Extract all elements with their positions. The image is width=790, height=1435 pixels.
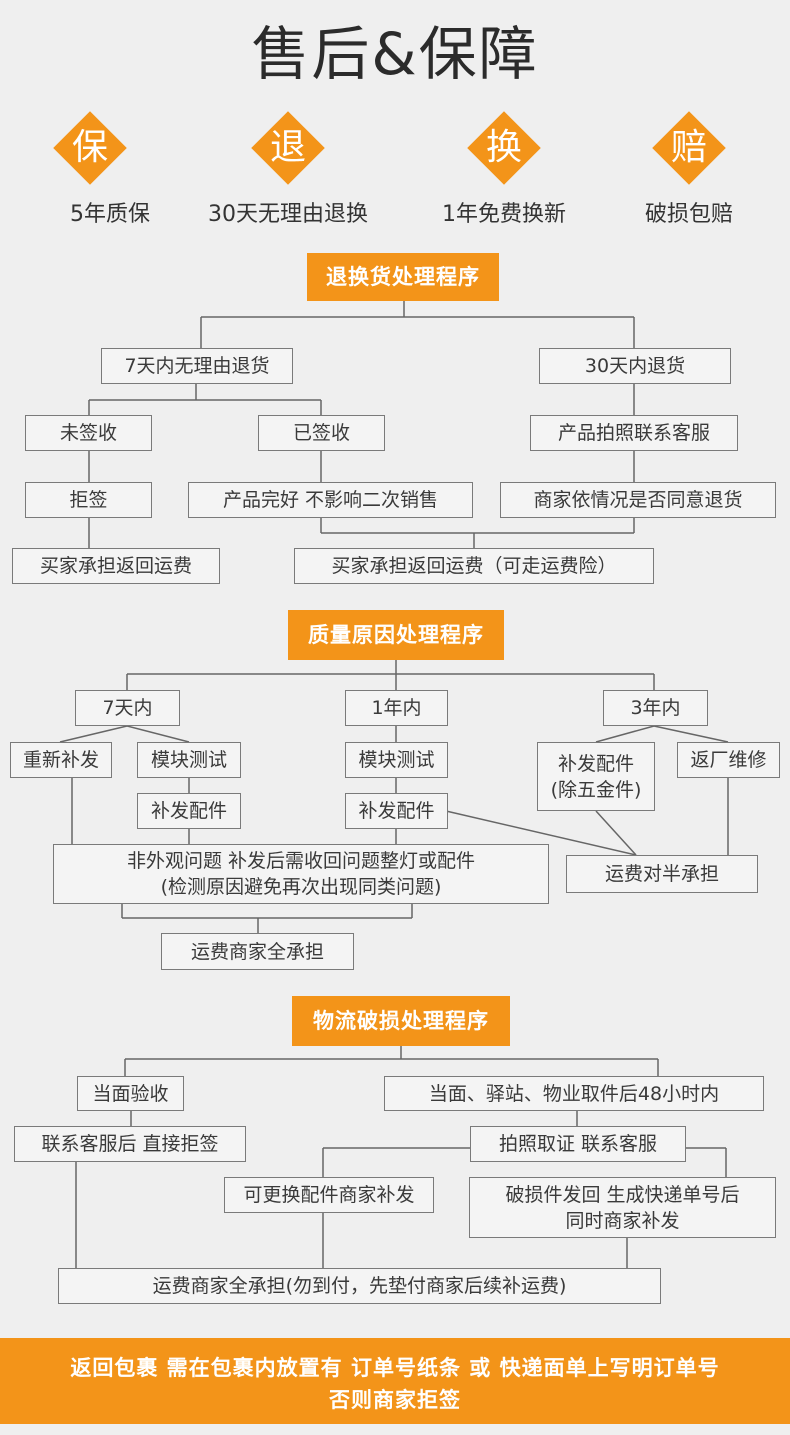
- half-freight-box: 运费对半承担: [566, 855, 758, 893]
- merchant-decide-box: 商家依情况是否同意退货: [500, 482, 776, 518]
- inspect-on-delivery-box: 当面验收: [77, 1076, 184, 1111]
- contact-service-refuse-box: 联系客服后 直接拒签: [14, 1126, 246, 1162]
- thirty-day-return-box: 30天内退货: [539, 348, 731, 384]
- merchant-freight-full-box: 运费商家全承担(勿到付，先垫付商家后续补运费): [58, 1268, 661, 1304]
- parts-reship-c-box: 补发配件 (除五金件): [537, 742, 655, 811]
- signed-box: 已签收: [258, 415, 385, 451]
- footer-notice-line-1: 返回包裹 需在包裹内放置有 订单号纸条 或 快递面单上写明订单号: [70, 1356, 720, 1380]
- factory-repair-box: 返厂维修: [677, 742, 780, 778]
- module-test-b-box: 模块测试: [345, 742, 448, 778]
- footer-notice-bar: 返回包裹 需在包裹内放置有 订单号纸条 或 快递面单上写明订单号 否则商家拒签: [0, 1338, 790, 1424]
- guarantee-return-char: 退: [269, 127, 306, 168]
- damaged-return-box: 破损件发回 生成快递单号后 同时商家补发: [469, 1177, 776, 1238]
- guarantee-return-label: 30天无理由退换: [208, 202, 368, 227]
- footer-notice-line-2: 否则商家拒签: [329, 1388, 461, 1412]
- guarantee-compensation-char: 赔: [670, 127, 707, 168]
- within-1-year-box: 1年内: [345, 690, 448, 726]
- replace-parts-box: 可更换配件商家补发: [224, 1177, 434, 1213]
- unsigned-box: 未签收: [25, 415, 152, 451]
- guarantee-exchange-label: 1年免费换新: [442, 202, 566, 227]
- reship-box: 重新补发: [10, 742, 112, 778]
- quality-process-header: 质量原因处理程序: [288, 610, 504, 660]
- seven-day-return-box: 7天内无理由退货: [101, 348, 293, 384]
- guarantee-warranty-label: 5年质保: [70, 202, 150, 227]
- return-process-header: 退换货处理程序: [307, 253, 499, 301]
- product-intact-box: 产品完好 不影响二次销售: [188, 482, 473, 518]
- pickup-48h-box: 当面、驿站、物业取件后48小时内: [384, 1076, 764, 1111]
- guarantee-compensation-label: 破损包赔: [644, 202, 733, 227]
- photo-evidence-box: 拍照取证 联系客服: [470, 1126, 686, 1162]
- parts-reship-a-box: 补发配件: [137, 793, 241, 829]
- photo-contact-service-box: 产品拍照联系客服: [530, 415, 738, 451]
- within-3-years-box: 3年内: [603, 690, 708, 726]
- guarantee-exchange-char: 换: [485, 127, 522, 168]
- refuse-sign-box: 拒签: [25, 482, 152, 518]
- parts-reship-b-box: 补发配件: [345, 793, 448, 829]
- buyer-pays-freight-insurance-box: 买家承担返回运费（可走运费险）: [294, 548, 654, 584]
- logistics-process-header: 物流破损处理程序: [292, 996, 510, 1046]
- merchant-freight-box: 运费商家全承担: [161, 933, 354, 970]
- non-appearance-issue-box: 非外观问题 补发后需收回问题整灯或配件 (检测原因避免再次出现同类问题): [53, 844, 549, 904]
- buyer-pays-freight-box: 买家承担返回运费: [12, 548, 220, 584]
- within-7-days-box: 7天内: [75, 690, 180, 726]
- module-test-a-box: 模块测试: [137, 742, 241, 778]
- guarantee-warranty-char: 保: [71, 127, 108, 168]
- page-title: 售后&保障: [251, 20, 539, 88]
